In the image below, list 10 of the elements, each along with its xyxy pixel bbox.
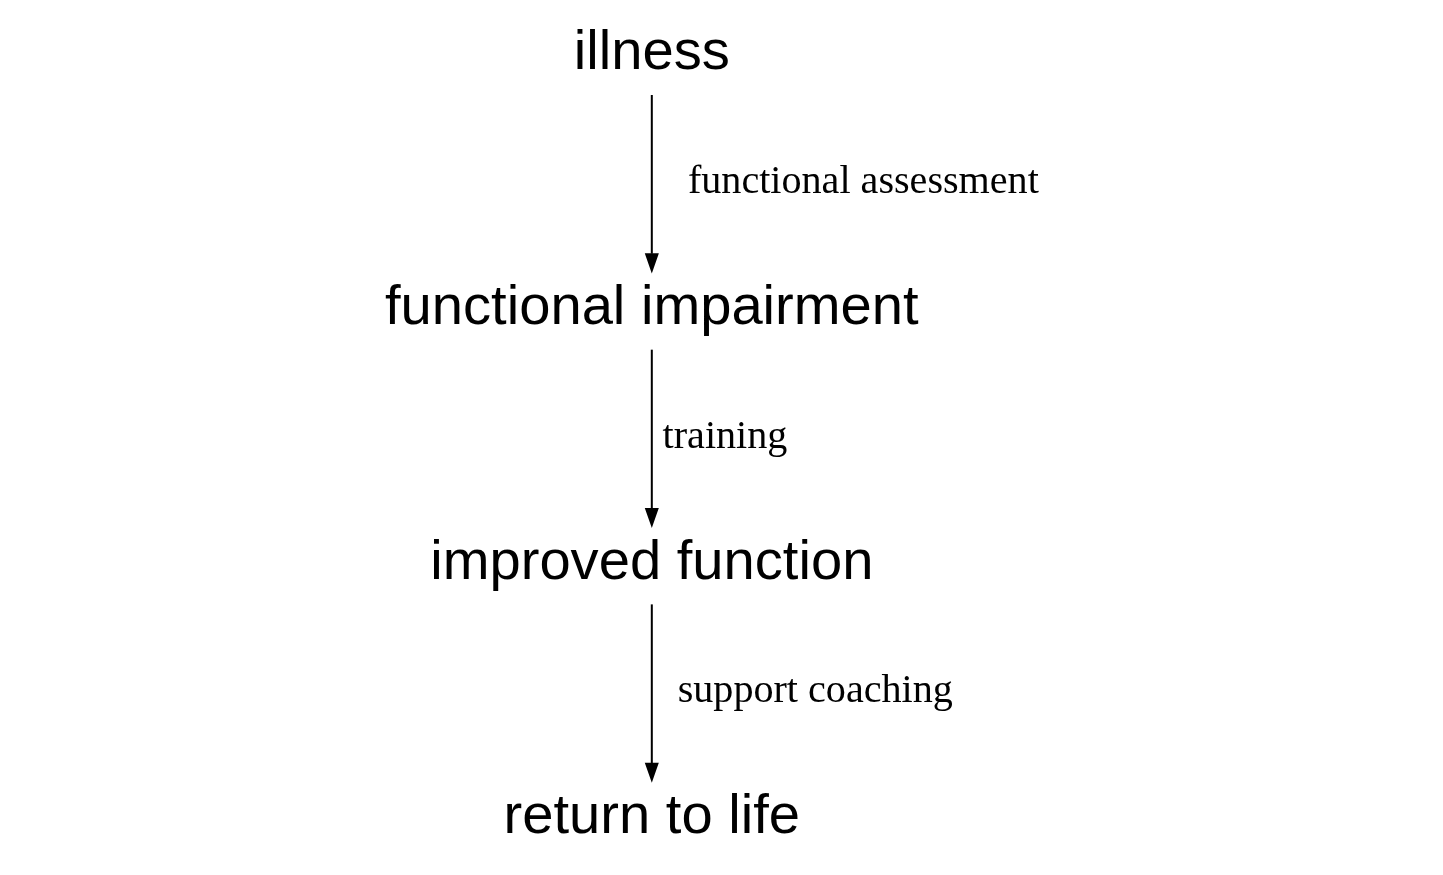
arrow xyxy=(644,349,659,529)
edge-label: functional assessment xyxy=(687,156,1039,202)
edge-label: support coaching xyxy=(677,666,953,712)
node-text: return to life xyxy=(503,782,800,846)
node-text: functional impairment xyxy=(384,272,919,336)
node-text: improved function xyxy=(429,527,873,591)
arrow xyxy=(644,604,659,783)
arrow xyxy=(644,94,659,274)
node-text: illness xyxy=(573,18,730,82)
edge-label: training xyxy=(662,411,787,457)
